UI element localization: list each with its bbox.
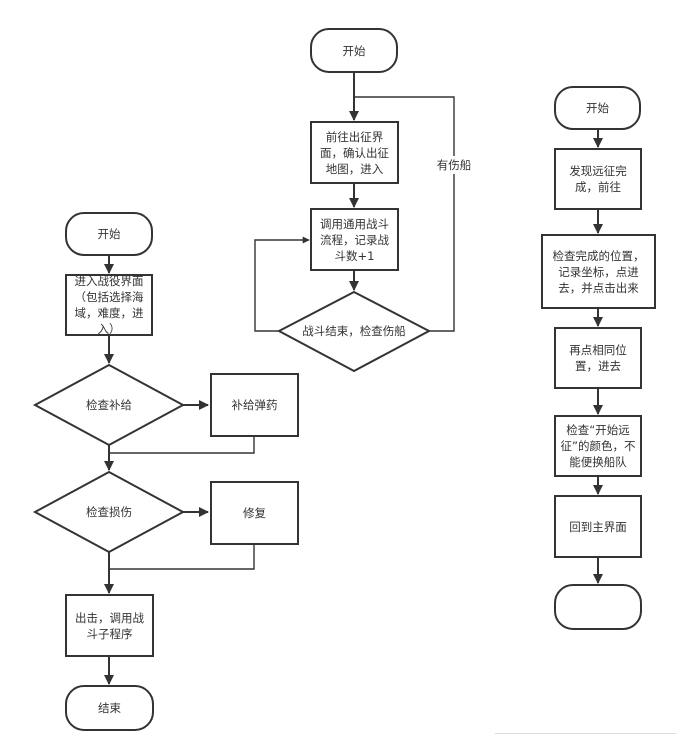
right-found-label: 发现远征完成，前往 bbox=[569, 164, 627, 194]
left-edge-resupply-return bbox=[109, 436, 255, 454]
right-check-color-box bbox=[554, 415, 642, 477]
bottom-divider bbox=[495, 733, 676, 734]
right-check-position-box bbox=[541, 234, 656, 309]
right-check-position-label: 检查完成的位置，记录坐标，点进去，并点击出来 bbox=[552, 248, 645, 295]
middle-damaged-ship-label: 有伤船 bbox=[430, 156, 478, 174]
right-check-color-label: 检查“开始远征”的颜色，不能便换船队 bbox=[560, 423, 636, 469]
right-click-again-label: 再点相同位置，进去 bbox=[569, 343, 627, 373]
right-start-label: 开始 bbox=[586, 101, 609, 115]
right-return-main-label: 回到主界面 bbox=[569, 519, 627, 534]
middle-go-expedition-label: 前往出征界面，确认出征地图，进入 bbox=[320, 129, 389, 176]
middle-edge-damaged-loop bbox=[354, 96, 455, 332]
left-repair-box bbox=[210, 481, 299, 545]
left-repair-label: 修复 bbox=[243, 506, 266, 520]
right-found-box bbox=[554, 148, 642, 210]
middle-call-battle-label: 调用通用战斗流程，记录战斗数+1 bbox=[320, 216, 389, 263]
left-end-label: 结束 bbox=[98, 701, 121, 715]
left-enter-battle-label: 进入战役界面（包括选择海域，难度，进入） bbox=[74, 274, 144, 336]
middle-start-label: 开始 bbox=[342, 43, 366, 58]
left-enter-battle-box bbox=[65, 274, 153, 336]
left-sortie-label: 出击，调用战斗子程序 bbox=[75, 610, 144, 641]
left-start-label: 开始 bbox=[97, 227, 121, 241]
right-return-main-box bbox=[554, 495, 642, 558]
left-check-damage-label: 检查损伤 bbox=[86, 505, 132, 519]
left-edge-repair-return bbox=[109, 544, 255, 570]
middle-battle-end-decision bbox=[276, 290, 432, 373]
left-resupply-label: 补给弹药 bbox=[231, 398, 278, 412]
middle-edge-retry-loop bbox=[254, 236, 310, 332]
left-resupply-box bbox=[210, 373, 299, 437]
left-check-supply-label: 检查补给 bbox=[86, 398, 132, 412]
right-end-terminal bbox=[554, 584, 642, 630]
right-end-label bbox=[555, 585, 641, 629]
left-end-terminal bbox=[65, 685, 154, 731]
right-click-again-box bbox=[554, 327, 642, 389]
middle-battle-end-label: 战斗结束，检查伤船 bbox=[302, 324, 406, 338]
